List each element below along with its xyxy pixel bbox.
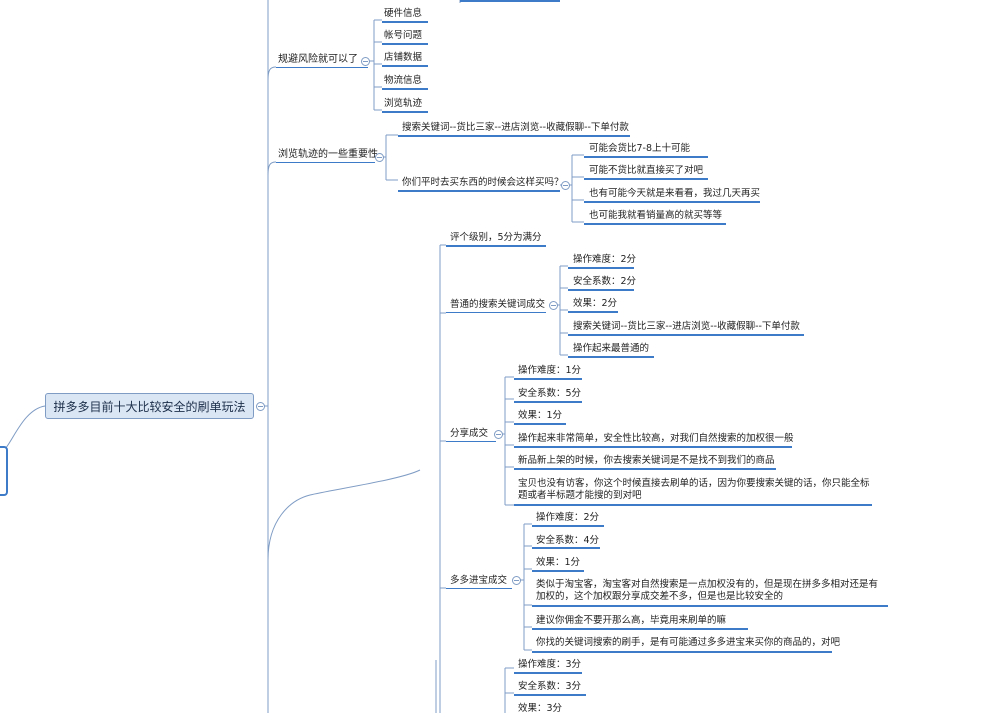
g1-item-underline bbox=[568, 356, 654, 358]
g3-item-underline bbox=[532, 547, 600, 549]
branch3-rating[interactable]: 评个级别，5分为满分 bbox=[450, 232, 542, 243]
g2-item[interactable]: 操作起来非常简单，安全性比较高，对我们自然搜索的加权很一般 bbox=[518, 433, 794, 444]
g2-item-underline bbox=[514, 423, 566, 425]
g2-item[interactable]: 新品新上架的时候，你去搜索关键词是不是找不到我们的商品 bbox=[518, 455, 775, 466]
g1-item[interactable]: 搜索关键词--货比三家--进店浏览--收藏假聊--下单付款 bbox=[573, 321, 800, 332]
g2-underline bbox=[446, 441, 496, 442]
branch1-item-logistics[interactable]: 物流信息 bbox=[384, 75, 423, 86]
g3-item[interactable]: 安全系数：4分 bbox=[536, 535, 600, 546]
g2-item[interactable]: 安全系数：5分 bbox=[518, 388, 582, 399]
g3-item-underline bbox=[532, 570, 584, 572]
g3-item-underline bbox=[532, 628, 748, 630]
branch1-item-hardware[interactable]: 硬件信息 bbox=[384, 8, 423, 19]
branch2-item-underline bbox=[398, 190, 560, 192]
g3-item[interactable]: 效果：1分 bbox=[536, 557, 581, 568]
g3-item-underline bbox=[532, 651, 832, 653]
g2-item[interactable]: 宝贝也没有访客，你这个时候直接去刷单的话，因为你要搜索关键的话，你只能全标题或者… bbox=[518, 478, 870, 501]
g1-item-underline bbox=[568, 334, 804, 336]
branch1-label[interactable]: 规避风险就可以了 bbox=[278, 54, 358, 65]
g1-item[interactable]: 操作起来最普通的 bbox=[573, 343, 650, 354]
g1-item[interactable]: 操作难度：2分 bbox=[573, 254, 637, 265]
g2-item-underline bbox=[514, 401, 582, 403]
g3-item-underline bbox=[532, 525, 604, 527]
branch2-sub-underline bbox=[584, 156, 708, 158]
g2-item-underline bbox=[514, 378, 582, 380]
g4-item[interactable]: 安全系数：3分 bbox=[518, 681, 582, 692]
g3-collapse-toggle[interactable] bbox=[512, 576, 521, 585]
branch1-collapse-toggle[interactable] bbox=[361, 57, 370, 66]
g3-item[interactable]: 建议你佣金不要开那么高，毕竟用来刷单的嘛 bbox=[536, 615, 727, 626]
g3-item-underline bbox=[532, 605, 888, 607]
branch1-item-underline bbox=[382, 21, 428, 23]
g2-item[interactable]: 操作难度：1分 bbox=[518, 365, 582, 376]
g4-item[interactable]: 效果：3分 bbox=[518, 703, 563, 714]
branch2-item-underline bbox=[398, 135, 630, 137]
branch2-sub-underline bbox=[584, 223, 726, 225]
g1-collapse-toggle[interactable] bbox=[549, 301, 558, 310]
g3-item[interactable]: 你找的关键词搜索的刷手，是有可能通过多多进宝来买你的商品的，对吧 bbox=[536, 637, 841, 648]
branch2-question-collapse-toggle[interactable] bbox=[561, 181, 570, 190]
branch1-underline bbox=[276, 67, 368, 68]
g2-item[interactable]: 效果：1分 bbox=[518, 410, 563, 421]
central-topic-label: 拼多多目前十大比较安全的刷单玩法 bbox=[53, 399, 246, 414]
g3-item[interactable]: 操作难度：2分 bbox=[536, 512, 600, 523]
g4-item-underline bbox=[514, 694, 586, 696]
g3-underline bbox=[446, 588, 512, 589]
branch1-item-browse-track[interactable]: 浏览轨迹 bbox=[384, 98, 423, 109]
g2-item-underline bbox=[514, 446, 792, 448]
g4-item-underline bbox=[514, 672, 582, 674]
g2-item-underline bbox=[514, 504, 872, 506]
branch2-item-question[interactable]: 你们平时去买东西的时候会这样买吗？ bbox=[402, 177, 564, 188]
branch2-item-search-flow[interactable]: 搜索关键词--货比三家--进店浏览--收藏假聊--下单付款 bbox=[402, 122, 629, 133]
branch2-underline bbox=[276, 162, 375, 163]
g2-collapse-toggle[interactable] bbox=[494, 430, 503, 439]
branch1-item-shop-data[interactable]: 店铺数据 bbox=[384, 52, 423, 63]
branch1-item-underline bbox=[382, 111, 428, 113]
branch2-sub-item[interactable]: 也有可能今天就是来看看，我过几天再买 bbox=[589, 188, 761, 199]
g2-label[interactable]: 分享成交 bbox=[450, 428, 489, 439]
central-topic[interactable]: 拼多多目前十大比较安全的刷单玩法 bbox=[45, 393, 254, 419]
central-collapse-toggle[interactable] bbox=[256, 402, 265, 411]
g4-item[interactable]: 操作难度：3分 bbox=[518, 659, 582, 670]
branch1-item-underline bbox=[382, 43, 428, 45]
branch2-collapse-toggle[interactable] bbox=[375, 153, 384, 162]
branch2-sub-item[interactable]: 可能会货比7-8上十可能 bbox=[589, 143, 691, 154]
g1-item[interactable]: 效果：2分 bbox=[573, 298, 618, 309]
g1-underline bbox=[446, 312, 546, 313]
branch2-sub-item[interactable]: 可能不货比就直接买了对吧 bbox=[589, 165, 704, 176]
g1-label[interactable]: 普通的搜索关键词成交 bbox=[450, 299, 546, 310]
g3-label[interactable]: 多多进宝成交 bbox=[450, 575, 508, 586]
g1-item-underline bbox=[568, 289, 634, 291]
offscreen-node-underline bbox=[460, 0, 560, 2]
g3-item[interactable]: 类似于淘宝客，淘宝客对自然搜索是一点加权没有的，但是现在拼多多相对还是有加权的，… bbox=[536, 579, 879, 602]
offscreen-parent-node[interactable] bbox=[0, 446, 8, 496]
branch2-sub-item[interactable]: 也可能我就看销量高的就买等等 bbox=[589, 210, 723, 221]
g1-item-underline bbox=[568, 267, 634, 269]
branch2-label[interactable]: 浏览轨迹的一些重要性 bbox=[278, 149, 378, 160]
branch2-sub-underline bbox=[584, 201, 760, 203]
g2-item-underline bbox=[514, 468, 776, 470]
branch3-rating-underline bbox=[446, 245, 546, 247]
branch1-item-underline bbox=[382, 88, 428, 90]
g1-item-underline bbox=[568, 311, 618, 313]
branch2-sub-underline bbox=[584, 178, 708, 180]
branch1-item-underline bbox=[382, 65, 428, 67]
branch1-item-account[interactable]: 帐号问题 bbox=[384, 30, 423, 41]
g1-item[interactable]: 安全系数：2分 bbox=[573, 276, 637, 287]
